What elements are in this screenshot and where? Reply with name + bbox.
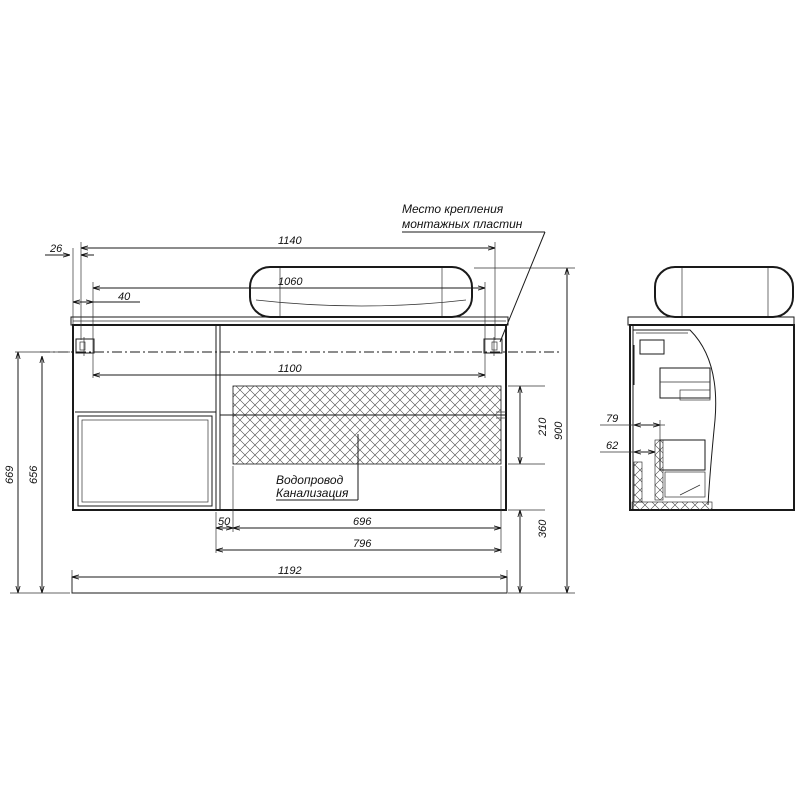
sink-inner-line <box>255 299 467 307</box>
dim-1192: 1192 <box>278 565 302 577</box>
mounting-leader-line <box>499 231 546 343</box>
dim-900: 900 <box>553 421 565 440</box>
front-view: 26 1140 1060 40 1100 210 360 900 50 696 … <box>4 202 575 594</box>
dim-79: 79 <box>606 413 618 425</box>
side-view: 79 62 <box>600 266 795 511</box>
mounting-plate-left <box>75 337 95 356</box>
side-mounting-bracket <box>639 339 665 355</box>
dim-360: 360 <box>537 519 549 538</box>
side-countertop <box>627 316 795 326</box>
dim-1100: 1100 <box>278 363 303 375</box>
plumbing-zone <box>232 385 502 465</box>
vessel-sink <box>249 266 473 318</box>
dim-40: 40 <box>118 291 131 303</box>
sewage-label: Канализация <box>276 486 349 500</box>
dim-796: 796 <box>353 538 372 550</box>
side-cabinet <box>629 324 795 511</box>
mounting-callout-line2: монтажных пластин <box>402 217 523 231</box>
dim-62: 62 <box>606 440 618 452</box>
open-shelf-compartment <box>77 415 213 507</box>
cabinet-body <box>72 324 507 511</box>
side-sink <box>654 266 794 318</box>
dim-1060: 1060 <box>278 276 303 288</box>
water-supply-label: Водопровод <box>276 473 344 487</box>
mounting-callout-line1: Место крепления <box>402 202 504 216</box>
dim-656: 656 <box>28 465 40 484</box>
dim-210: 210 <box>537 417 549 437</box>
dim-26: 26 <box>49 243 63 255</box>
dim-50: 50 <box>218 516 231 528</box>
mounting-plate-right <box>483 337 503 356</box>
dim-1140: 1140 <box>278 235 303 247</box>
floor-projection <box>71 576 508 594</box>
dim-669: 669 <box>4 466 16 484</box>
drawer-profile <box>633 329 717 506</box>
dim-696: 696 <box>353 516 372 528</box>
